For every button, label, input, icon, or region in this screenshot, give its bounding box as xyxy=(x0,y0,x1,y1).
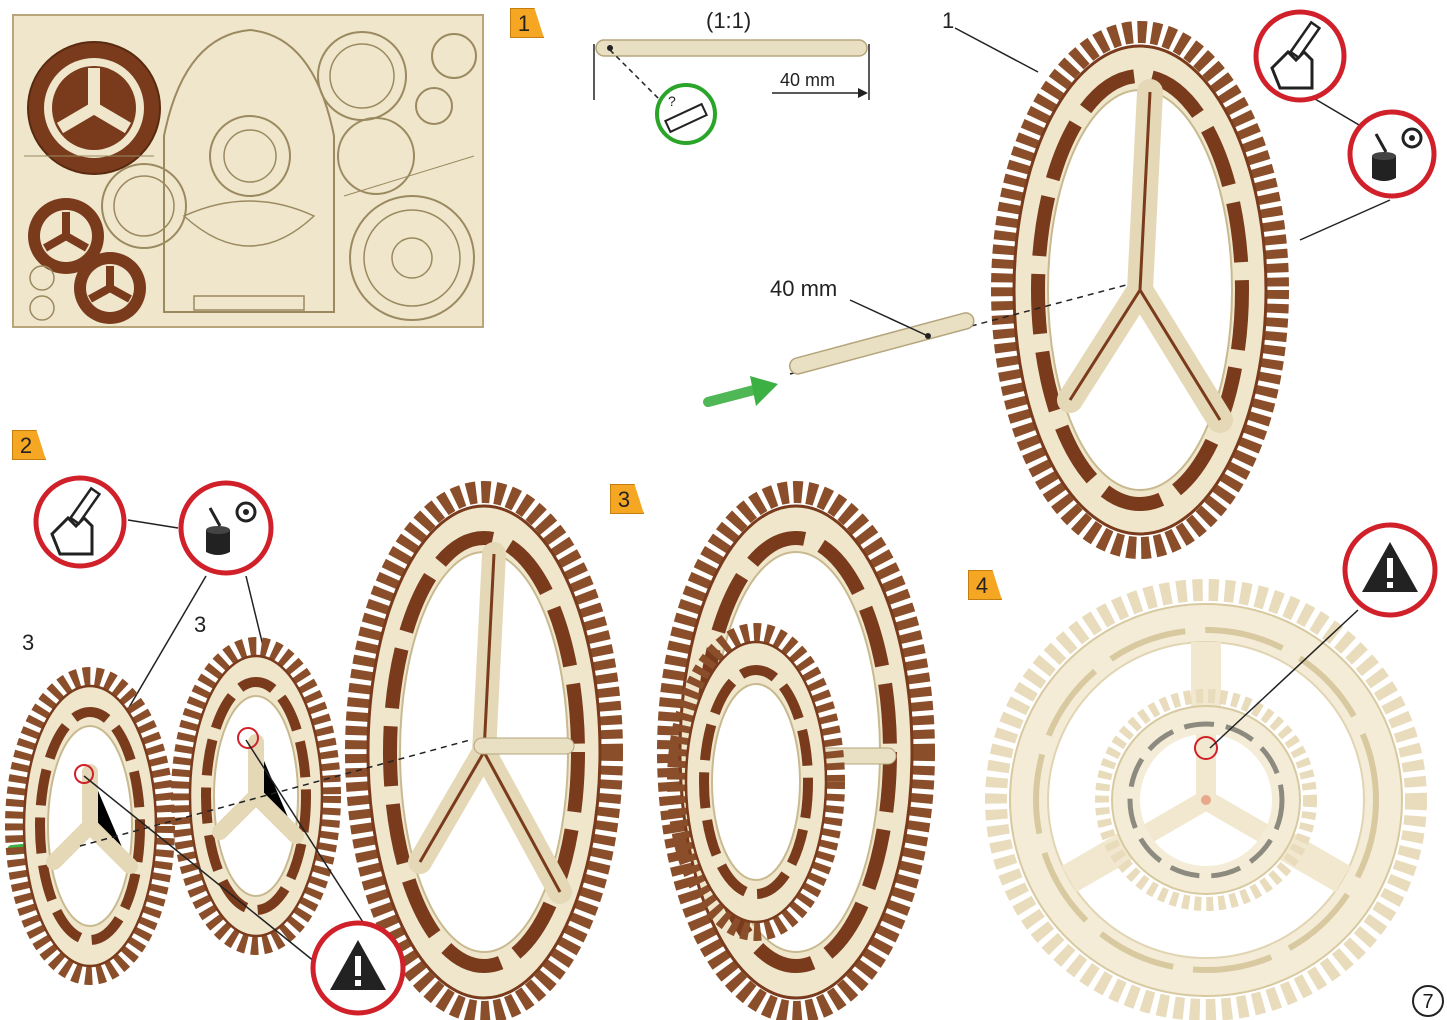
page-number: 7 xyxy=(1412,985,1444,1017)
